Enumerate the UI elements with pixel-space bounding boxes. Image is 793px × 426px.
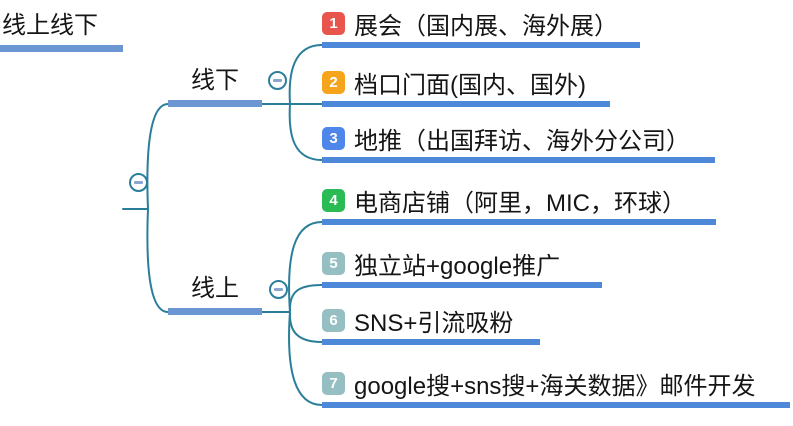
child-topic-label: 展会（国内展、海外展）: [354, 12, 618, 40]
priority-badge-2: 2: [322, 70, 345, 94]
connector-offline-to-child1: [288, 44, 323, 105]
priority-badge-1: 1: [322, 11, 345, 35]
child-topic-1[interactable]: 1 展会（国内展、海外展）: [322, 4, 640, 48]
root-topic-label: 线上线下: [2, 12, 98, 39]
connector-online-to-child6: [288, 311, 323, 343]
child-topic-label: SNS+引流吸粉: [354, 309, 514, 337]
connector-online-to-child4: [288, 221, 323, 313]
child-topic-label: 档口门面(国内、国外): [354, 71, 586, 99]
connector-offline-to-child3: [288, 103, 323, 161]
collapse-button-offline[interactable]: [268, 71, 287, 90]
minus-icon: [274, 288, 283, 291]
connector-root-to-online: [146, 208, 169, 313]
child-topic-7[interactable]: 7 google搜+sns搜+海关数据》邮件开发: [322, 364, 790, 408]
priority-badge-3: 3: [322, 126, 345, 150]
child-topic-4[interactable]: 4 电商店铺（阿里，MIC，环球）: [322, 181, 716, 225]
connector-root-to-offline: [146, 103, 169, 210]
child-topic-5[interactable]: 5 独立站+google推广: [322, 244, 602, 288]
minus-icon: [273, 79, 282, 82]
child-topic-label: 地推（出国拜访、海外分公司）: [354, 127, 690, 155]
branch-topic-online[interactable]: 线上: [168, 263, 262, 315]
branch-topic-label: 线上: [191, 275, 239, 302]
child-topic-3[interactable]: 3 地推（出国拜访、海外分公司）: [322, 119, 715, 163]
child-topic-label: 独立站+google推广: [354, 252, 561, 280]
connector-online-to-child5: [288, 284, 323, 313]
branch-topic-offline[interactable]: 线下: [168, 55, 262, 107]
priority-badge-6: 6: [322, 308, 345, 332]
minus-icon: [134, 181, 143, 184]
priority-badge-4: 4: [322, 188, 345, 212]
collapse-button-online[interactable]: [269, 280, 288, 299]
child-topic-2[interactable]: 2 档口门面(国内、国外): [322, 63, 610, 107]
priority-badge-7: 7: [322, 371, 345, 395]
priority-badge-5: 5: [322, 251, 345, 275]
branch-topic-label: 线下: [191, 67, 239, 94]
child-topic-6[interactable]: 6 SNS+引流吸粉: [322, 301, 540, 345]
collapse-button-root[interactable]: [129, 173, 148, 192]
child-topic-label: 电商店铺（阿里，MIC，环球）: [354, 189, 686, 217]
child-topic-label: google搜+sns搜+海关数据》邮件开发: [354, 372, 756, 400]
connector-online-to-child7: [288, 311, 323, 406]
root-topic[interactable]: 线上线下: [0, 0, 123, 52]
